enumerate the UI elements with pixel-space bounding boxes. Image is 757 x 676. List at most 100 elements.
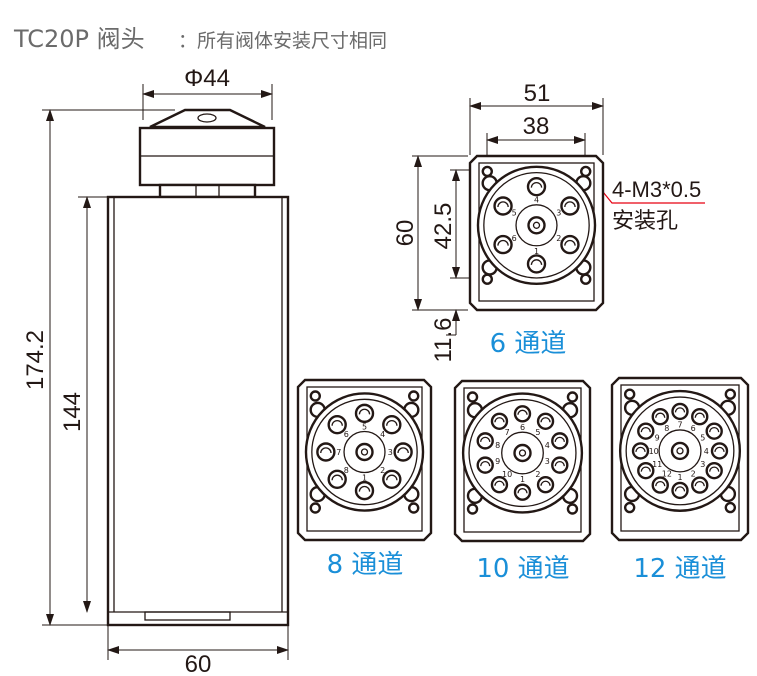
port-thread [358, 408, 371, 415]
port-thread [530, 259, 543, 266]
port-thread [554, 436, 565, 442]
port-thread [655, 412, 666, 418]
mount-hole [309, 502, 321, 514]
port [691, 476, 709, 494]
port-number: 10 [649, 447, 659, 456]
dim-hole-spacing-x: 38 [523, 113, 550, 140]
mount-hole [566, 391, 579, 403]
port [671, 481, 689, 500]
port [316, 442, 336, 462]
port-thread [709, 427, 720, 433]
port [327, 469, 347, 490]
port [560, 196, 580, 216]
port [513, 483, 532, 501]
port [513, 405, 532, 423]
mount-hole [580, 165, 592, 178]
port [490, 412, 509, 430]
mount-hole [309, 390, 321, 402]
dim-offset: 11.6 [430, 318, 457, 363]
variant-label-12: 12 通道 [633, 554, 726, 584]
mount-hole [623, 501, 636, 514]
port-number: 12 [662, 470, 672, 479]
center-port-bore [518, 449, 527, 457]
port [671, 402, 689, 421]
center-port-bore [360, 448, 369, 456]
port [637, 422, 655, 440]
port [691, 407, 709, 426]
center-port [527, 216, 546, 235]
port [705, 422, 723, 440]
port-number: 6 [512, 234, 517, 243]
port [536, 412, 555, 430]
port-thread [386, 420, 398, 426]
port-thread [517, 488, 528, 494]
port-thread [564, 201, 576, 208]
dim-total-height: 174.2 [22, 330, 49, 390]
port [354, 403, 375, 424]
port [382, 469, 402, 490]
mount-hole [580, 273, 592, 285]
callout-label: 安装孔 [612, 208, 678, 233]
port-thread [497, 201, 509, 208]
port-number: 1 [520, 475, 525, 484]
port-number: 4 [545, 441, 550, 450]
page-title: TC20P 阀头 [13, 25, 145, 53]
port [536, 476, 555, 494]
port [710, 442, 729, 460]
port-number: 3 [388, 448, 393, 457]
center-hub [515, 204, 558, 247]
port-thread [655, 480, 666, 487]
top-view-dimensions: 51 38 60 42.5 11.6 4-M3*0.5 安装孔 [392, 80, 705, 362]
port [560, 234, 580, 255]
center-hub [501, 431, 544, 475]
port-number: 9 [655, 434, 660, 443]
port-number: 5 [535, 428, 540, 437]
port-number: 11 [652, 460, 662, 469]
mount-hole [408, 390, 420, 402]
port [526, 254, 547, 274]
dim-body-height: 144 [59, 392, 86, 432]
neck [158, 183, 257, 199]
port-thread [480, 460, 491, 467]
port-thread [358, 485, 371, 492]
page-subtitle: ：所有阀体安装尺寸相同 [178, 30, 387, 52]
port-thread [640, 466, 651, 472]
port-thread [635, 446, 646, 453]
port-number: 9 [495, 457, 500, 466]
variant-label-6: 6 通道 [490, 329, 567, 359]
mount-hole [724, 388, 737, 400]
port-number: 4 [380, 430, 385, 439]
port-number: 2 [380, 466, 385, 475]
center-hub [343, 430, 386, 474]
dim-hole-spacing-y: 42.5 [430, 203, 457, 250]
port-number: 4 [704, 447, 709, 456]
port-number: 1 [677, 473, 682, 482]
callout-thread: 4-M3*0.5 [612, 177, 701, 202]
port-number: 8 [495, 441, 500, 450]
port-number: 8 [664, 424, 669, 433]
mount-hole [408, 502, 420, 514]
port-number: 3 [700, 460, 705, 469]
mount-hole [566, 503, 579, 515]
port-number: 5 [512, 208, 517, 217]
center-port-bore [532, 221, 541, 229]
port-number: 4 [534, 196, 539, 205]
mount-hole [623, 388, 636, 400]
port-thread [714, 446, 725, 453]
port-number: 8 [344, 466, 349, 475]
valve-body [106, 195, 290, 627]
port-number: 5 [362, 422, 367, 431]
port-number: 6 [344, 430, 349, 439]
body-base [144, 611, 231, 621]
port [631, 442, 650, 460]
center-hub [658, 429, 702, 473]
dim-cap-diameter: Φ44 [184, 65, 230, 92]
port-thread [331, 474, 343, 481]
rotor-ring [311, 398, 418, 506]
center-port [355, 442, 374, 462]
mount-hole [466, 503, 479, 515]
port-number: 1 [534, 247, 539, 256]
